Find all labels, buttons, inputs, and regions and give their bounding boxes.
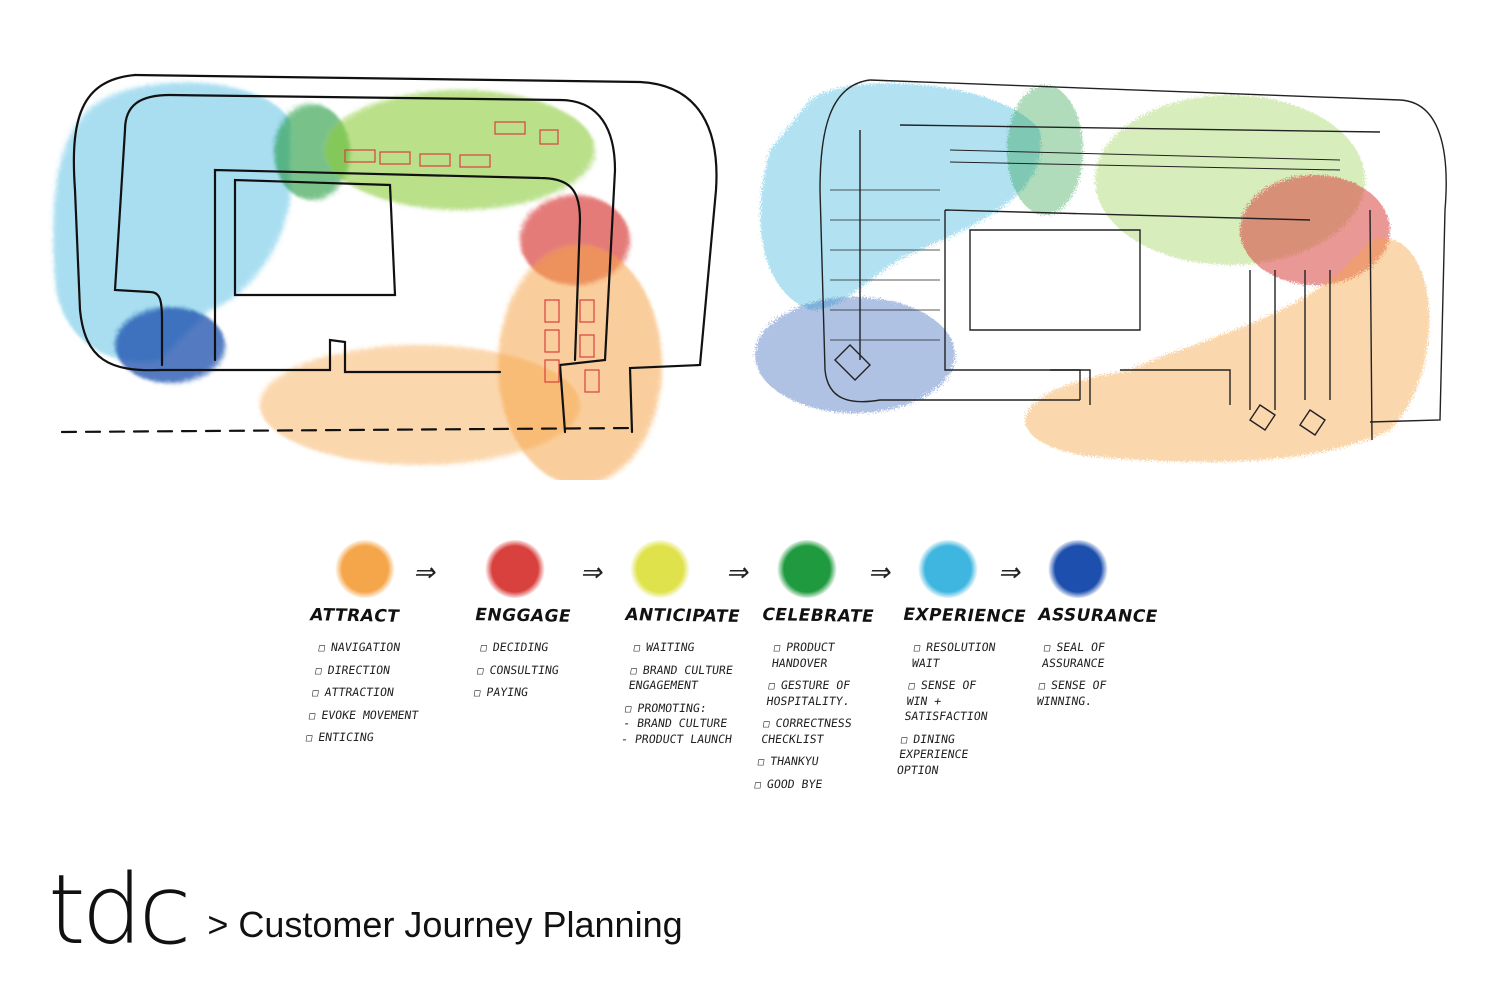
list-item: CORRECTNESS CHECKLIST <box>760 716 852 747</box>
stage-title-attract: ATTRACT <box>308 605 402 627</box>
list-item: SENSE OF WINNING. <box>1036 678 1108 709</box>
attract-zone-bottom <box>260 345 580 465</box>
attract-zone-r <box>1025 238 1430 463</box>
stage-title-anticipate: ANTICIPATE <box>623 604 742 628</box>
floor-plan-right <box>755 79 1447 463</box>
journey-zones-right <box>755 83 1430 463</box>
assurance-color-blob <box>1048 540 1108 598</box>
list-item: DINING EXPERIENCE OPTION <box>896 732 986 779</box>
list-item: ENTICING <box>305 730 416 746</box>
list-item: NAVIGATION <box>318 640 429 656</box>
engage-zone-r <box>1240 175 1390 285</box>
assurance-zone-r <box>755 297 955 413</box>
celebrate-items: PRODUCT HANDOVER GESTURE OF HOSPITALITY.… <box>753 640 864 799</box>
list-item: EVOKE MOVEMENT <box>308 708 419 724</box>
stage-title-engage: ENGGAGE <box>473 605 573 627</box>
list-item: ATTRACTION <box>311 685 422 701</box>
engage-items: DECIDING CONSULTING PAYING <box>472 640 563 708</box>
experience-zone <box>53 82 290 362</box>
plan-outline-right <box>819 79 1447 441</box>
attract-color-blob <box>335 540 395 598</box>
assurance-items: SEAL OF ASSURANCE SENSE OF WINNING. <box>1035 640 1113 716</box>
seating-marks-left <box>344 121 600 393</box>
list-item: DECIDING <box>480 640 563 656</box>
experience-zone-r <box>760 83 1042 310</box>
list-item: PRODUCT HANDOVER <box>771 640 864 671</box>
celebrate-zone <box>274 104 350 200</box>
floor-plan-left <box>53 73 718 480</box>
anticipate-color-blob <box>630 540 690 598</box>
list-item: GOOD BYE <box>754 777 844 793</box>
celebrate-color-blob <box>777 540 837 598</box>
footer: tdc > Customer Journey Planning <box>48 854 683 966</box>
arrow-icon: ⇒ <box>996 558 1025 588</box>
plan-hatch-lines <box>830 189 940 341</box>
list-item: PAYING <box>473 685 556 701</box>
tdc-logo: tdc <box>48 854 191 966</box>
list-item: CONSULTING <box>476 663 560 679</box>
experience-color-blob <box>918 540 978 598</box>
arrow-icon: ⇒ <box>724 558 753 588</box>
list-item: DIRECTION <box>315 663 426 679</box>
stage-title-assurance: ASSURANCE <box>1036 604 1160 628</box>
list-item: WAITING <box>633 640 746 656</box>
list-item: RESOLUTION WAIT <box>911 640 998 671</box>
assurance-zone <box>115 307 225 383</box>
stage-title-experience: EXPERIENCE <box>901 604 1028 628</box>
experience-items: RESOLUTION WAIT SENSE OF WIN + SATISFACT… <box>895 640 998 785</box>
arrow-icon: ⇒ <box>411 558 440 588</box>
journey-zones-left <box>53 82 662 480</box>
arrow-icon: ⇒ <box>866 558 895 588</box>
anticipate-items: WAITING BRAND CULTURE ENGAGEMENT PROMOTI… <box>619 640 746 754</box>
engage-color-blob <box>485 540 545 598</box>
celebrate-zone-r <box>1007 85 1083 215</box>
list-item: SENSE OF WIN + SATISFACTION <box>903 678 993 725</box>
journey-legend: ATTRACT NAVIGATION DIRECTION ATTRACTION … <box>300 540 1200 820</box>
list-item: SEAL OF ASSURANCE <box>1041 640 1113 671</box>
list-item: BRAND CULTURE ENGAGEMENT <box>627 663 742 694</box>
arrow-icon: ⇒ <box>578 558 607 588</box>
plan-outline-left <box>60 73 718 434</box>
anticipate-zone <box>325 90 595 210</box>
page-title: > Customer Journey Planning <box>207 904 683 945</box>
stage-title-celebrate: CELEBRATE <box>760 605 876 627</box>
list-item: PROMOTING: - BRAND CULTURE - PRODUCT LAU… <box>620 701 737 748</box>
list-item: GESTURE OF HOSPITALITY. <box>765 678 858 709</box>
list-item: THANKYU <box>757 754 847 770</box>
attract-items: NAVIGATION DIRECTION ATTRACTION EVOKE MO… <box>304 640 429 753</box>
